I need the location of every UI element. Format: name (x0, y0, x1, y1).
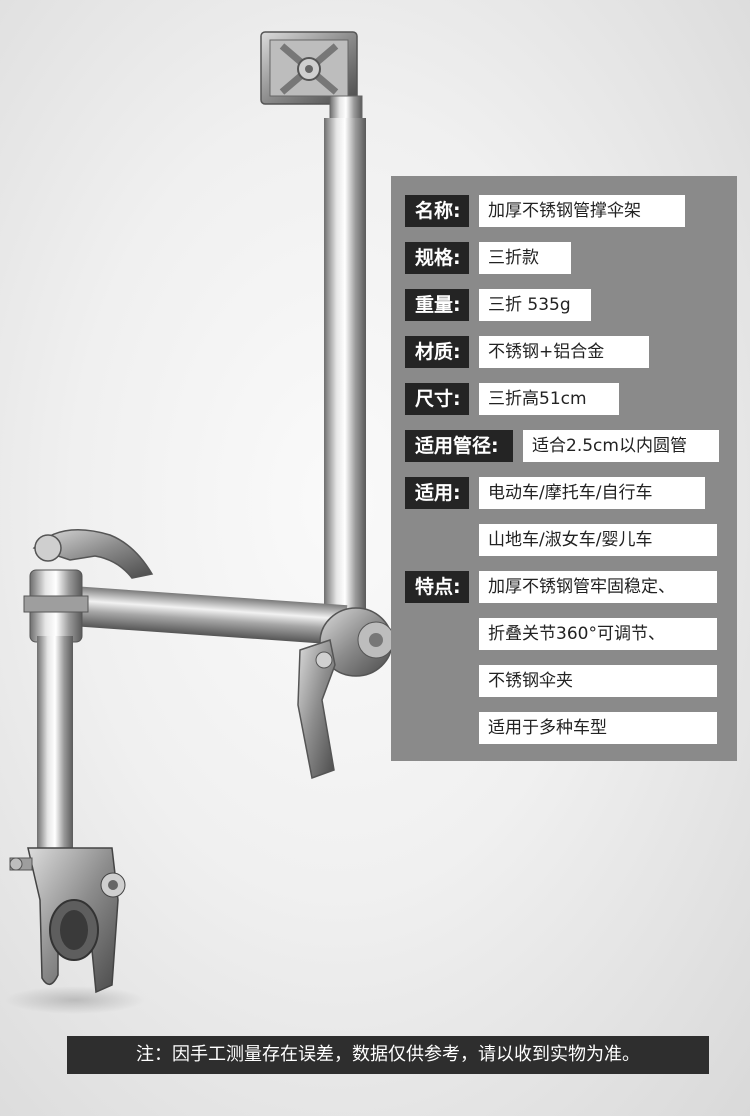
pipe-diameter-value: 适合2.5cm以内圆管 (523, 430, 719, 462)
disclaimer-note: 注：因手工测量存在误差，数据仅供参考，请以收到实物为准。 (67, 1036, 709, 1074)
spec-label: 规格: (405, 242, 469, 274)
feature-value-2: 折叠关节360°可调节、 (479, 618, 717, 650)
upper-pipe (324, 118, 366, 638)
horizontal-arm (55, 585, 348, 646)
size-value: 三折高51cm (479, 383, 619, 415)
spec-panel: 名称: 加厚不锈钢管撑伞架 规格: 三折款 重量: 三折 535g 材质: 不锈… (391, 176, 737, 761)
feature-value-3: 不锈钢伞夹 (479, 665, 717, 697)
feature-value-4: 适用于多种车型 (479, 712, 717, 744)
fit-value-2: 山地车/淑女车/婴儿车 (479, 524, 717, 556)
name-value: 加厚不锈钢管撑伞架 (479, 195, 685, 227)
pipe-diameter-label: 适用管径: (405, 430, 513, 462)
weight-value: 三折 535g (479, 289, 591, 321)
feature-value-1: 加厚不锈钢管牢固稳定、 (479, 571, 717, 603)
fit-label: 适用: (405, 477, 469, 509)
feature-label: 特点: (405, 571, 469, 603)
left-folding-joint (23, 529, 154, 643)
fit-value-1: 电动车/摩托车/自行车 (479, 477, 705, 509)
handlebar-clamp (5, 847, 145, 1014)
umbrella-clamp (260, 31, 358, 105)
spec-value: 三折款 (479, 242, 571, 274)
weight-label: 重量: (405, 289, 469, 321)
name-label: 名称: (405, 195, 469, 227)
lower-pipe (37, 636, 73, 850)
size-label: 尺寸: (405, 383, 469, 415)
material-value: 不锈钢+铝合金 (479, 336, 649, 368)
material-label: 材质: (405, 336, 469, 368)
